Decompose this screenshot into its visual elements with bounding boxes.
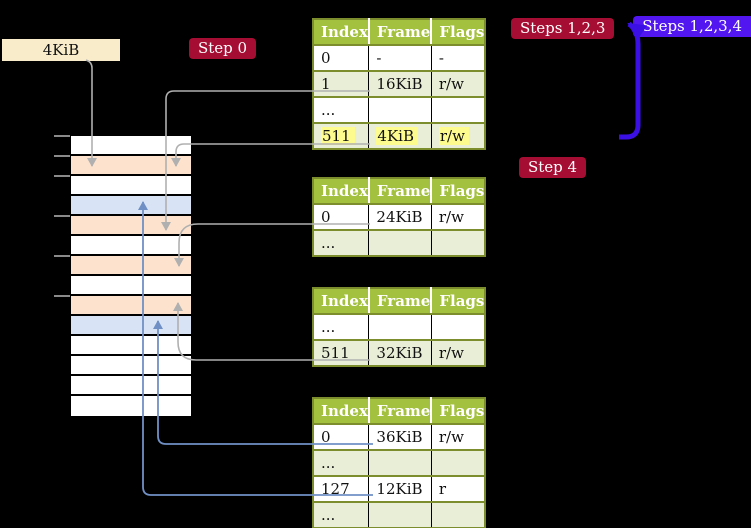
table-header-row: Index Frame Flags <box>313 178 486 205</box>
cell-index: 0 <box>313 424 370 450</box>
page-table-level-2: Index Frame Flags 0 24KiB r/w ... <box>312 177 487 257</box>
arrow-step4-loop-to-steps123 <box>619 21 648 140</box>
memory-frame-row-4 <box>71 196 191 216</box>
cell-index: 0 <box>313 204 370 230</box>
cell-flags <box>431 314 485 340</box>
cell-frame: 32KiB <box>368 339 432 366</box>
table-header-row: Index Frame Flags <box>313 288 486 315</box>
cell-flags <box>431 96 486 123</box>
memory-boundary-tick <box>54 255 70 257</box>
cell-frame <box>368 501 432 528</box>
table-row: ... <box>313 449 486 476</box>
cell-index: ... <box>313 314 370 340</box>
memory-frame-row-3 <box>71 176 191 196</box>
col-header-flags: Flags <box>431 178 486 205</box>
col-header-index: Index <box>313 288 370 315</box>
page-size-label: 4KiB <box>2 39 120 61</box>
cell-index: 0 <box>313 45 370 71</box>
memory-boundary-tick <box>54 135 70 137</box>
badge-steps-1-2-3-4: Steps 1,2,3,4 <box>633 16 751 37</box>
badge-steps-1-2-3: Steps 1,2,3 <box>511 18 615 39</box>
cell-flags: - <box>438 49 444 67</box>
cell-flags: r <box>431 475 486 502</box>
cell-flags: r/w <box>438 428 464 446</box>
table-row: 511 32KiB r/w <box>313 339 486 366</box>
col-header-index: Index <box>313 398 370 425</box>
col-header-frame: Frame <box>368 178 433 205</box>
cell-index: 511 <box>313 122 370 149</box>
memory-frame-row-8 <box>71 276 191 296</box>
cell-frame: - <box>368 45 432 71</box>
cell-frame <box>368 449 432 476</box>
cell-index: ... <box>313 449 370 476</box>
col-header-frame: Frame <box>368 288 433 315</box>
cell-index: 1 <box>313 70 370 97</box>
table-row: 0 36KiB r/w <box>313 424 485 450</box>
highlight: 511 <box>321 127 355 145</box>
page-table-level-1: Index Frame Flags 0 - - 1 16KiB r/w ... <box>312 18 487 150</box>
cell-frame: 24KiB <box>368 204 432 230</box>
table-row: 127 12KiB r <box>313 475 486 502</box>
table-row: ... <box>313 96 486 123</box>
table-header-row: Index Frame Flags <box>313 398 486 425</box>
highlight: 4KiB <box>376 127 418 145</box>
table-row: ... <box>313 501 486 528</box>
col-header-flags: Flags <box>431 398 486 425</box>
col-header-flags: Flags <box>431 19 486 46</box>
memory-frame-row-11 <box>71 336 191 356</box>
table-row: ... <box>313 314 485 340</box>
memory-frame-row-12 <box>71 356 191 376</box>
memory-frame-row-1 <box>71 136 191 156</box>
cell-index: ... <box>313 96 370 123</box>
memory-boundary-tick <box>54 295 70 297</box>
page-table-level-3: Index Frame Flags ... 511 32KiB r/w <box>312 287 487 367</box>
page-table-level-4: Index Frame Flags 0 36KiB r/w ... 127 12… <box>312 397 487 528</box>
memory-frame-row-14 <box>71 396 191 416</box>
cell-frame: 36KiB <box>368 424 432 450</box>
cell-frame: 12KiB <box>368 475 432 502</box>
col-header-flags: Flags <box>431 288 486 315</box>
cell-flags: r/w <box>431 70 486 97</box>
cell-frame <box>368 314 432 340</box>
cell-flags <box>431 449 486 476</box>
col-header-frame: Frame <box>368 19 433 46</box>
badge-step-4: Step 4 <box>519 157 587 178</box>
memory-frame-row-7 <box>71 256 191 276</box>
col-header-frame: Frame <box>368 398 433 425</box>
cell-frame: 16KiB <box>368 70 432 97</box>
memory-frame-row-2 <box>71 156 191 176</box>
memory-frame-row-6 <box>71 236 191 256</box>
col-header-index: Index <box>313 178 370 205</box>
table-header-row: Index Frame Flags <box>313 19 486 46</box>
physical-memory-column <box>70 135 192 417</box>
cell-flags <box>431 229 486 256</box>
badge-step-0: Step 0 <box>189 38 257 59</box>
cell-flags: r/w <box>438 208 464 226</box>
table-row: ... <box>313 229 486 256</box>
cell-index: ... <box>313 501 370 528</box>
table-row: 1 16KiB r/w <box>313 70 486 97</box>
memory-boundary-tick <box>54 155 70 157</box>
highlight: r/w <box>438 127 469 145</box>
cell-frame <box>368 229 432 256</box>
cell-flags: r/w <box>431 339 486 366</box>
table-row-highlighted: 511 4KiB r/w <box>313 122 486 149</box>
cell-flags: r/w <box>431 122 486 149</box>
cell-index: 127 <box>313 475 370 502</box>
table-row: 0 24KiB r/w <box>313 204 485 230</box>
memory-frame-row-13 <box>71 376 191 396</box>
memory-boundary-tick <box>54 175 70 177</box>
cell-index: 511 <box>313 339 370 366</box>
table-row: 0 - - <box>313 45 485 71</box>
cell-index: ... <box>313 229 370 256</box>
memory-frame-row-5 <box>71 216 191 236</box>
memory-frame-row-9 <box>71 296 191 316</box>
cell-frame <box>368 96 432 123</box>
cell-frame: 4KiB <box>368 122 432 149</box>
memory-frame-row-10 <box>71 316 191 336</box>
cell-flags <box>431 501 486 528</box>
memory-boundary-tick <box>54 215 70 217</box>
col-header-index: Index <box>313 19 370 46</box>
